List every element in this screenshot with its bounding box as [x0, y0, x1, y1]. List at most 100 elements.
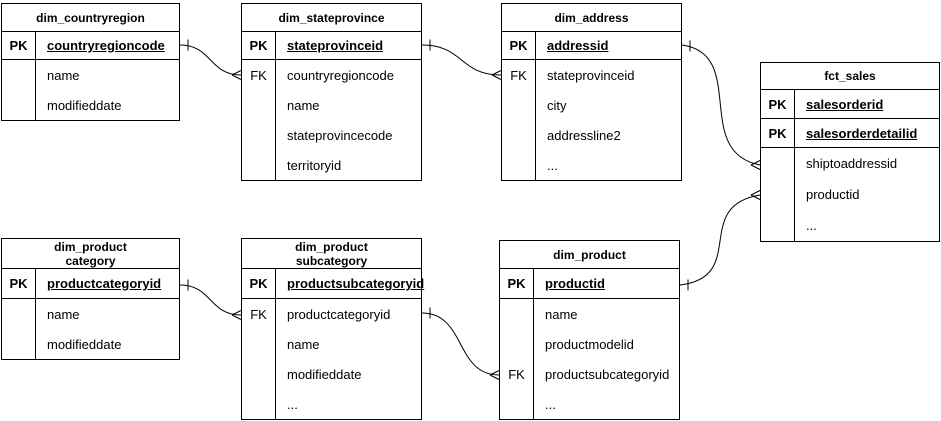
column-name: name — [47, 306, 80, 322]
key-label: PK — [761, 90, 795, 118]
column-name: stateprovinceid — [547, 67, 635, 83]
table-row: PK stateprovinceid — [242, 32, 421, 60]
table-row: modifieddate — [2, 329, 179, 359]
column-name: city — [547, 97, 567, 113]
key-label: FK — [502, 60, 536, 90]
column-name: ... — [287, 396, 298, 412]
column-name: name — [545, 306, 578, 322]
column-name: modifieddate — [47, 336, 122, 352]
entity-title-text: dim_product — [553, 247, 626, 262]
column-name: productmodelid — [545, 336, 634, 352]
relationship-line — [179, 284, 242, 316]
relationship-line — [421, 312, 500, 376]
table-row: PK countryregioncode — [2, 32, 179, 60]
relationship-line — [421, 44, 502, 76]
column-name: shiptoaddressid — [806, 156, 898, 171]
key-label: PK — [2, 32, 36, 59]
entity-dim-address: dim_address PK addressid FK stateprovinc… — [501, 3, 682, 181]
relationship-line — [179, 44, 242, 76]
table-row: ... — [761, 210, 939, 241]
key-label — [2, 329, 36, 359]
crows-foot-icon — [750, 160, 761, 170]
entity-title: dim_product — [500, 241, 679, 269]
entity-dim-product: dim_product PK productid name productmod… — [499, 240, 680, 420]
entity-title-text: dim_product — [54, 239, 127, 254]
key-label: FK — [500, 359, 534, 389]
table-row: name — [500, 299, 679, 329]
relationship-line — [681, 44, 761, 166]
crows-foot-icon — [231, 310, 242, 320]
connector-category-subcategory — [179, 279, 242, 320]
entity-title-text: fct_sales — [824, 69, 876, 83]
entity-title: dim_stateprovince — [242, 4, 421, 32]
table-row: name — [2, 60, 179, 90]
entity-dim-product-category: dim_product category PK productcategoryi… — [1, 238, 180, 360]
key-label — [2, 90, 36, 120]
entity-dim-countryregion: dim_countryregion PK countryregioncode n… — [1, 3, 180, 121]
entity-title: dim_product category — [2, 239, 179, 269]
key-label — [2, 299, 36, 329]
connector-countryregion-stateprovince — [179, 39, 242, 80]
key-label — [242, 120, 276, 150]
table-row: FK countryregioncode — [242, 60, 421, 90]
connector-address-fctsales — [681, 40, 761, 170]
entity-title: fct_sales — [761, 63, 939, 90]
key-label — [242, 90, 276, 120]
table-row: PK salesorderid — [761, 90, 939, 119]
column-name: modifieddate — [47, 97, 122, 113]
key-label — [2, 60, 36, 90]
column-name: stateprovincecode — [287, 127, 393, 143]
table-row: productid — [761, 179, 939, 210]
table-row: ... — [502, 150, 681, 180]
key-label — [761, 179, 795, 210]
column-name: productcategoryid — [287, 306, 391, 322]
column-name: productid — [545, 276, 605, 291]
key-label — [242, 389, 276, 419]
key-label: FK — [242, 299, 276, 329]
column-name: productsubcategoryid — [287, 276, 425, 291]
column-name: name — [47, 67, 80, 83]
entity-title: dim_address — [502, 4, 681, 32]
column-name: territoryid — [287, 157, 342, 173]
entity-title-text: category — [65, 253, 116, 268]
crows-foot-icon — [491, 70, 502, 80]
table-row: shiptoaddressid — [761, 148, 939, 179]
column-name: productid — [806, 187, 860, 202]
table-row: modifieddate — [2, 90, 179, 120]
table-row: PK addressid — [502, 32, 681, 60]
key-label: PK — [761, 119, 795, 147]
key-label — [502, 150, 536, 180]
entity-title-text: dim_product — [295, 239, 368, 254]
connector-subcategory-product — [421, 307, 500, 380]
table-row: city — [502, 90, 681, 120]
table-row: addressline2 — [502, 120, 681, 150]
column-name: name — [287, 336, 320, 352]
table-row: FK stateprovinceid — [502, 60, 681, 90]
entity-title-text: dim_address — [554, 10, 629, 25]
column-name: salesorderid — [806, 96, 884, 112]
crows-foot-icon — [231, 70, 242, 80]
entity-title-text: subcategory — [295, 253, 368, 268]
key-label: PK — [2, 269, 36, 298]
key-label — [761, 210, 795, 241]
table-row: PK productsubcategoryid — [242, 269, 425, 299]
key-label — [500, 299, 534, 329]
table-row: PK productcategoryid — [2, 269, 179, 299]
table-row: territoryid — [242, 150, 421, 180]
key-label — [500, 389, 534, 419]
key-label: PK — [242, 269, 276, 298]
column-name: ... — [547, 157, 558, 173]
column-name: countryregioncode — [47, 38, 165, 53]
entity-fct-sales: fct_sales PK salesorderid PK salesorderd… — [760, 62, 940, 242]
column-name: addressid — [547, 38, 609, 53]
column-name: name — [287, 97, 320, 113]
table-row: FK productcategoryid — [242, 299, 421, 329]
table-row: ... — [242, 389, 421, 419]
table-row: modifieddate — [242, 359, 421, 389]
connector-product-fctsales — [679, 190, 761, 291]
entity-title-text: dim_countryregion — [36, 10, 145, 25]
column-name: ... — [806, 218, 817, 233]
column-name: stateprovinceid — [287, 38, 384, 53]
entity-title-text: dim_stateprovince — [278, 10, 385, 25]
